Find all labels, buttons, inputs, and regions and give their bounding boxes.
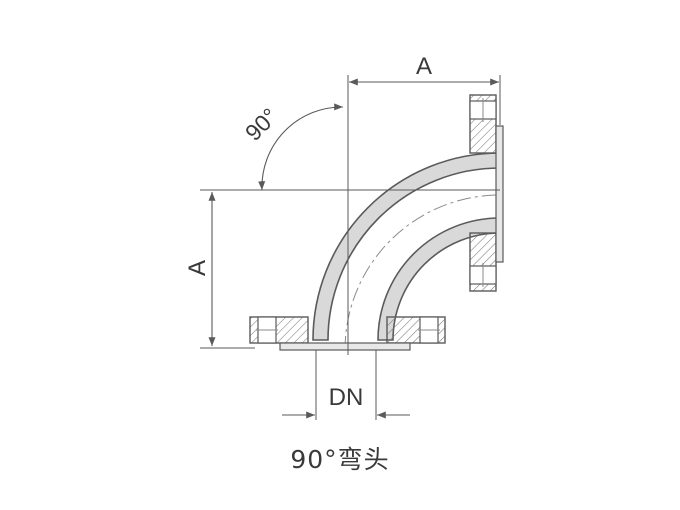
dimension-a-top: A	[349, 53, 499, 86]
dim-a-left-label: A	[184, 260, 211, 276]
bottom-flange	[249, 316, 446, 351]
diagram-caption: 90°弯头	[290, 445, 390, 474]
dimension-a-left: A	[184, 192, 216, 346]
extension-lines	[200, 75, 501, 420]
dimension-dn: DN	[282, 384, 410, 419]
angle-dimension: 90°	[240, 103, 344, 191]
dn-label: DN	[329, 384, 364, 411]
angle-label: 90°	[240, 103, 283, 146]
dim-a-top-label: A	[416, 53, 432, 80]
right-flange	[469, 94, 504, 292]
